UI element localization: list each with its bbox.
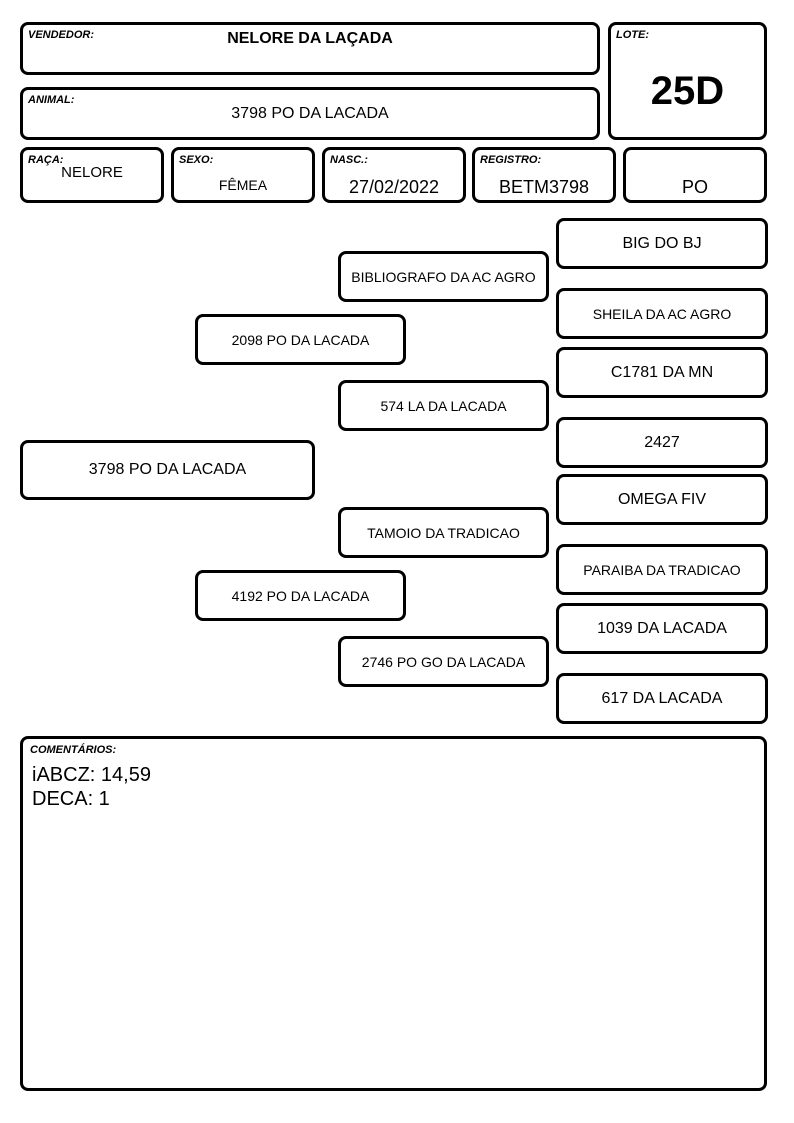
- lote-box: LOTE: 25D: [608, 22, 767, 140]
- pedigree-dam-dam-name: 2746 PO GO DA LACADA: [361, 653, 526, 670]
- pedigree-dam: 4192 PO DA LACADA: [195, 570, 406, 621]
- pedigree-sire: 2098 PO DA LACADA: [195, 314, 406, 365]
- raca-value: NELORE: [61, 164, 123, 181]
- pedigree-ggp-4: 2427: [556, 417, 768, 468]
- comments-line-1: iABCZ: 14,59: [32, 764, 151, 786]
- animal-box: ANIMAL: 3798 PO DA LACADA: [20, 87, 600, 140]
- pedigree-sire-name: 2098 PO DA LACADA: [231, 331, 370, 348]
- pedigree-sire-sire: BIBLIOGRAFO DA AC AGRO: [338, 251, 549, 302]
- raca-label: RAÇA:: [28, 154, 64, 166]
- sexo-box: SEXO: FÊMEA: [171, 147, 315, 203]
- pedigree-ggp-1: BIG DO BJ: [556, 218, 768, 269]
- registro-label: REGISTRO:: [480, 154, 542, 166]
- nasc-box: NASC.: 27/02/2022: [322, 147, 466, 203]
- vendedor-label: VENDEDOR:: [28, 29, 95, 41]
- pedigree-sire-dam-name: 574 LA DA LACADA: [380, 397, 507, 414]
- animal-value: 3798 PO DA LACADA: [231, 105, 389, 122]
- nasc-value: 27/02/2022: [348, 177, 440, 197]
- pedigree-dam-sire: TAMOIO DA TRADICAO: [338, 507, 549, 558]
- pedigree-ggp-1-name: BIG DO BJ: [622, 234, 702, 252]
- pedigree-dam-dam: 2746 PO GO DA LACADA: [338, 636, 549, 687]
- animal-label: ANIMAL:: [28, 94, 75, 106]
- comments-line-2: DECA: 1: [32, 788, 110, 810]
- lote-value: 25D: [650, 69, 725, 113]
- pedigree-ggp-8: 617 DA LACADA: [556, 673, 768, 724]
- categoria-box: PO: [623, 147, 767, 203]
- pedigree-dam-name: 4192 PO DA LACADA: [231, 587, 370, 604]
- pedigree-ggp-8-name: 617 DA LACADA: [601, 689, 723, 707]
- vendedor-value: NELORE DA LAÇADA: [227, 30, 393, 47]
- pedigree-ggp-6-name: PARAIBA DA TRADICAO: [583, 561, 741, 578]
- pedigree-ggp-7: 1039 DA LACADA: [556, 603, 768, 654]
- pedigree-ggp-3: C1781 DA MN: [556, 347, 768, 398]
- pedigree-ggp-7-name: 1039 DA LACADA: [597, 619, 727, 637]
- pedigree-ggp-4-name: 2427: [644, 433, 680, 451]
- pedigree-ggp-6: PARAIBA DA TRADICAO: [556, 544, 768, 595]
- pedigree-animal: 3798 PO DA LACADA: [20, 440, 315, 500]
- sexo-value: FÊMEA: [218, 177, 268, 193]
- sexo-label: SEXO:: [179, 154, 214, 166]
- pedigree-dam-sire-name: TAMOIO DA TRADICAO: [367, 524, 520, 541]
- categoria-value: PO: [681, 177, 708, 197]
- pedigree-ggp-5-name: OMEGA FIV: [617, 490, 706, 508]
- pedigree-ggp-2: SHEILA DA AC AGRO: [556, 288, 768, 339]
- comments-box: COMENTÁRIOS: iABCZ: 14,59 DECA: 1: [20, 736, 767, 1091]
- lote-label: LOTE:: [616, 29, 649, 41]
- pedigree-ggp-2-name: SHEILA DA AC AGRO: [592, 305, 732, 322]
- comments-label: COMENTÁRIOS:: [30, 744, 117, 756]
- nasc-label: NASC.:: [330, 154, 368, 166]
- pedigree-sire-sire-name: BIBLIOGRAFO DA AC AGRO: [351, 268, 536, 285]
- pedigree-ggp-5: OMEGA FIV: [556, 474, 768, 525]
- pedigree-animal-name: 3798 PO DA LACADA: [88, 461, 247, 478]
- raca-box: RAÇA: NELORE: [20, 147, 164, 203]
- vendedor-box: VENDEDOR: NELORE DA LAÇADA: [20, 22, 600, 75]
- pedigree-ggp-3-name: C1781 DA MN: [610, 363, 714, 381]
- registro-value: BETM3798: [498, 177, 590, 197]
- registro-box: REGISTRO: BETM3798: [472, 147, 616, 203]
- pedigree-sire-dam: 574 LA DA LACADA: [338, 380, 549, 431]
